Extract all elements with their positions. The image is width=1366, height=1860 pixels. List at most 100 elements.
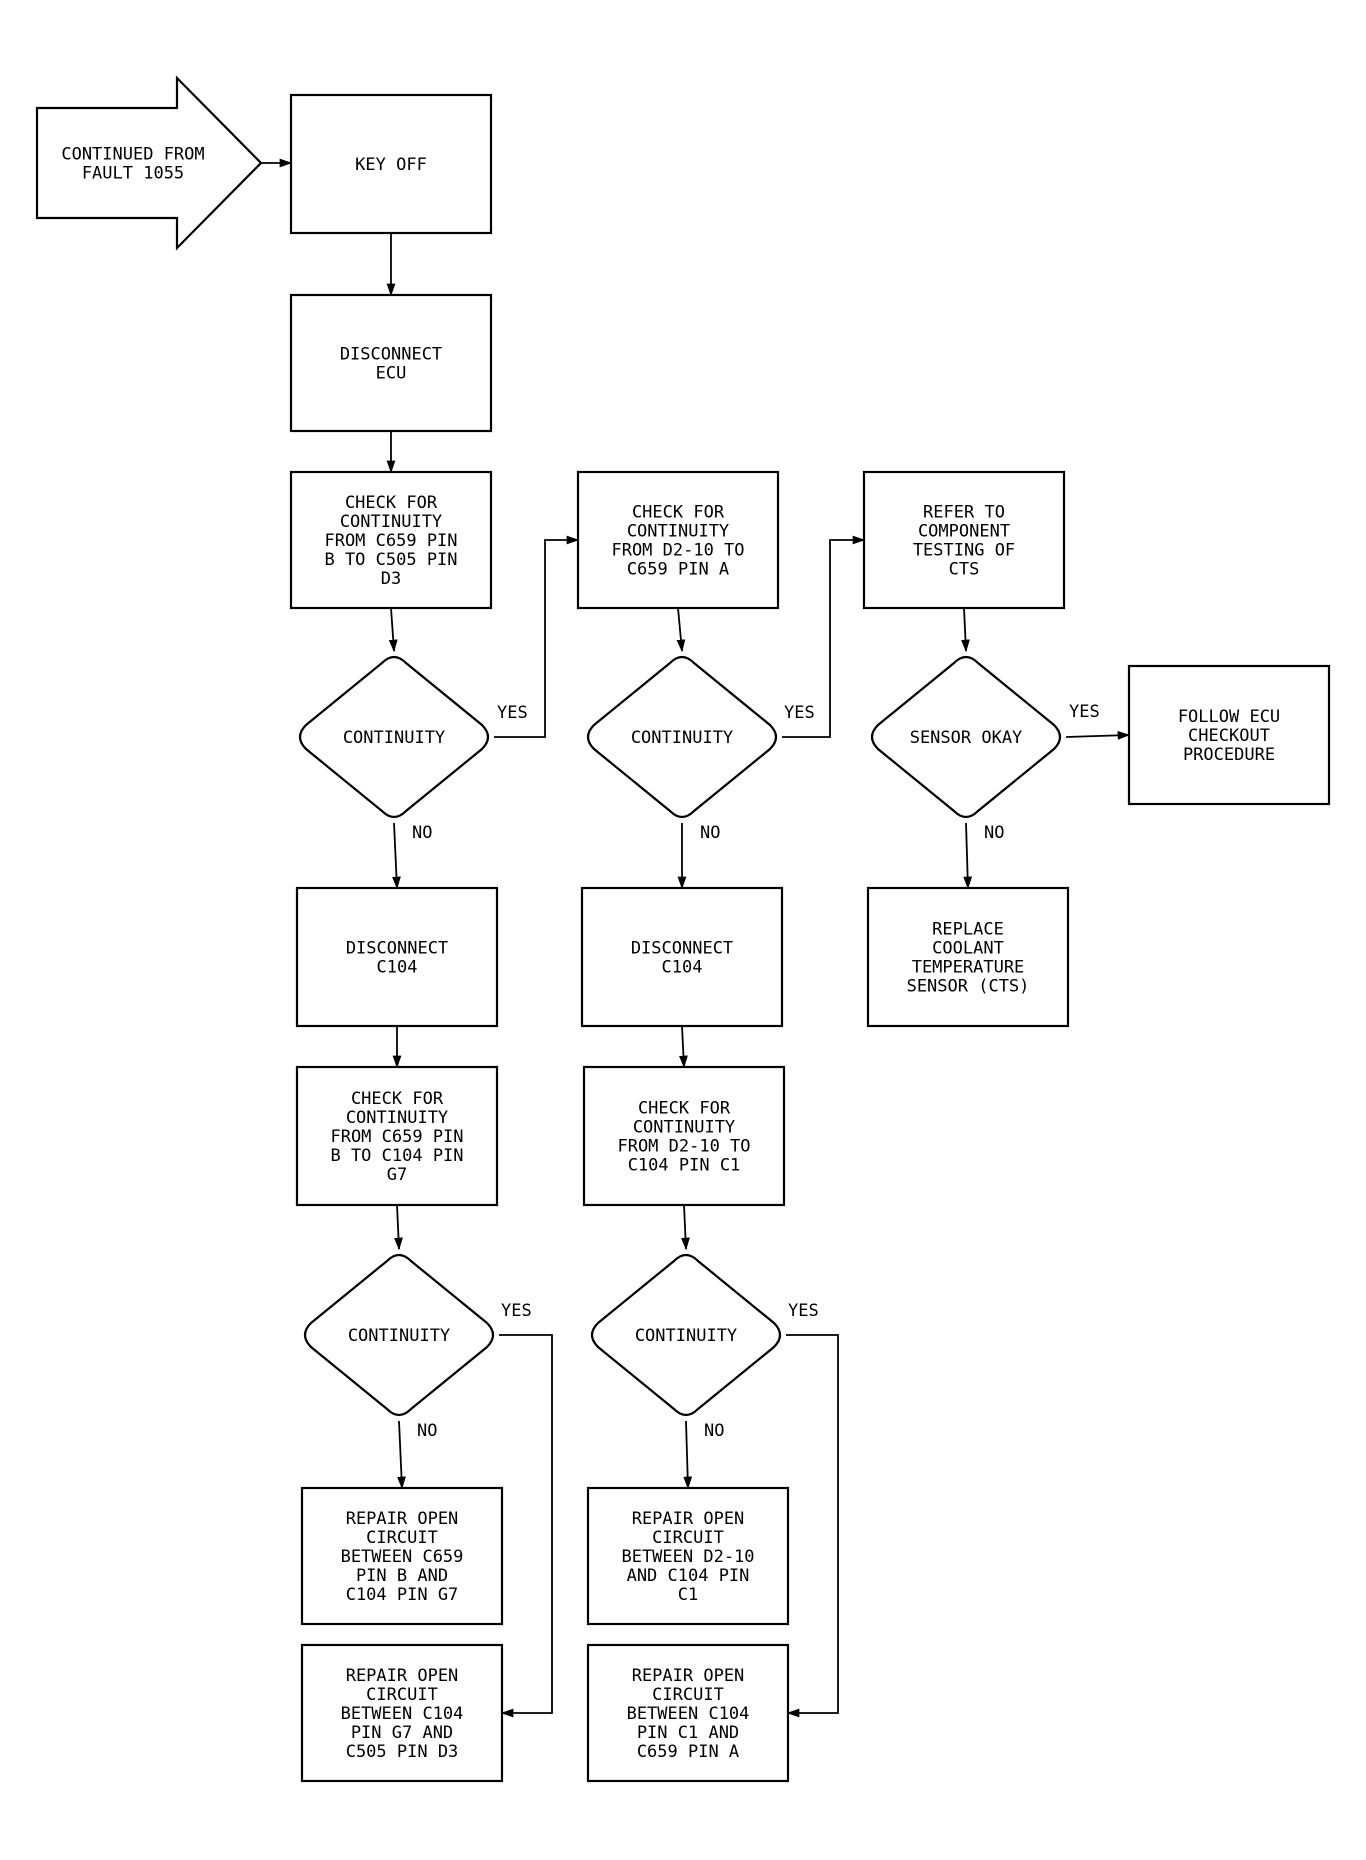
label-line: REPAIR OPEN xyxy=(632,1666,745,1686)
box-chk1 xyxy=(289,470,493,610)
no-label-d5: NO xyxy=(984,823,1004,843)
label-line: FROM D2-10 TO xyxy=(617,1137,750,1157)
label-line: B TO C104 PIN xyxy=(330,1146,463,1166)
no-label-d4: NO xyxy=(704,1421,724,1441)
yes-label-d1: YES xyxy=(497,703,528,723)
start-arrow xyxy=(35,75,263,251)
label-line: CONTINUITY xyxy=(627,522,729,542)
label-line: BETWEEN D2-10 xyxy=(621,1547,754,1567)
connector-d5-follow xyxy=(1065,730,1131,740)
label-line: CONTINUITY xyxy=(346,1108,448,1128)
yes-label-d2: YES xyxy=(501,1301,532,1321)
box-rep2 xyxy=(300,1643,504,1783)
connector-d2-rep1 xyxy=(397,1420,406,1490)
label-d1: CONTINUITY xyxy=(343,728,445,748)
connector-disc2-chk4 xyxy=(679,1025,688,1069)
box-follow xyxy=(1127,664,1331,806)
label-line: CHECKOUT xyxy=(1188,726,1270,746)
label-line: FAULT 1055 xyxy=(82,164,184,184)
connector-d1-chk3 xyxy=(494,535,580,738)
box-rep1 xyxy=(300,1486,504,1626)
connector-chk1-d1 xyxy=(388,607,398,653)
box-chk3 xyxy=(576,470,780,610)
connector-d5-replace xyxy=(963,822,973,890)
label-line: KEY OFF xyxy=(355,155,427,175)
label-line: FOLLOW ECU xyxy=(1178,707,1280,727)
label-line: B TO C505 PIN xyxy=(324,550,457,570)
label-line: CHECK FOR xyxy=(345,493,438,513)
label-line: PIN C1 AND xyxy=(637,1723,739,1743)
label-line: C1 xyxy=(678,1585,698,1605)
label-line: PROCEDURE xyxy=(1183,745,1275,765)
label-line: REFER TO xyxy=(923,503,1005,523)
label-d5: SENSOR OKAY xyxy=(910,728,1023,748)
label-line: C659 PIN A xyxy=(637,1742,739,1762)
label-line: C104 xyxy=(377,958,418,978)
connector-chk2-d2 xyxy=(394,1204,403,1251)
connector-d4-rep3 xyxy=(683,1420,693,1490)
box-disc2 xyxy=(580,886,784,1028)
decision-d1 xyxy=(298,655,490,819)
connector-d3-refer xyxy=(782,535,866,738)
label-line: D3 xyxy=(381,569,401,589)
box-keyoff xyxy=(289,93,493,235)
label-line: TEMPERATURE xyxy=(912,958,1025,978)
label-line: COMPONENT xyxy=(918,522,1010,542)
label-line: BETWEEN C659 xyxy=(341,1547,464,1567)
label-line: SENSOR (CTS) xyxy=(907,977,1030,997)
label-line: C104 PIN G7 xyxy=(346,1585,459,1605)
label-line: CTS xyxy=(949,560,980,580)
connector-d1-disc1 xyxy=(392,822,401,890)
label-line: COOLANT xyxy=(932,939,1004,959)
connector-refer-d5 xyxy=(961,607,970,653)
box-disc1 xyxy=(295,886,499,1028)
label-line: CONTINUITY xyxy=(635,1326,737,1346)
label-line: CONTINUED FROM xyxy=(61,145,204,165)
label-line: FROM C659 PIN xyxy=(324,531,457,551)
label-line: CIRCUIT xyxy=(366,1685,438,1705)
label-line: ECU xyxy=(376,364,407,384)
label-line: C659 PIN A xyxy=(627,560,729,580)
label-line: CONTINUITY xyxy=(348,1326,450,1346)
decision-d4 xyxy=(590,1253,782,1417)
no-label-d3: NO xyxy=(700,823,720,843)
label-line: AND C104 PIN xyxy=(627,1566,750,1586)
connector-d4-rep4 xyxy=(786,1334,839,1718)
label-d2: CONTINUITY xyxy=(348,1326,450,1346)
label-line: CHECK FOR xyxy=(351,1089,444,1109)
label-keyoff: KEY OFF xyxy=(355,155,427,175)
label-line: CONTINUITY xyxy=(343,728,445,748)
label-line: CIRCUIT xyxy=(652,1528,724,1548)
label-line: CONTINUITY xyxy=(633,1118,735,1138)
label-line: DISCONNECT xyxy=(346,939,448,959)
connector-chk4-d4 xyxy=(681,1204,690,1251)
connector-chk3-d3 xyxy=(676,607,686,653)
label-line: G7 xyxy=(387,1165,407,1185)
decision-d3 xyxy=(586,655,778,819)
label-line: CHECK FOR xyxy=(638,1099,731,1119)
no-label-d2: NO xyxy=(417,1421,437,1441)
no-label-d1: NO xyxy=(412,823,432,843)
box-chk4 xyxy=(582,1065,786,1207)
label-d4: CONTINUITY xyxy=(635,1326,737,1346)
box-chk2 xyxy=(295,1065,499,1207)
label-line: FROM D2-10 TO xyxy=(611,541,744,561)
connector-d2-rep2 xyxy=(499,1334,553,1718)
yes-label-d3: YES xyxy=(784,703,815,723)
label-line: C505 PIN D3 xyxy=(346,1742,459,1762)
box-replace xyxy=(866,886,1070,1028)
label-d3: CONTINUITY xyxy=(631,728,733,748)
box-disc_ecu xyxy=(289,293,493,433)
label-line: REPAIR OPEN xyxy=(632,1509,745,1529)
label-line: BETWEEN C104 xyxy=(627,1704,750,1724)
